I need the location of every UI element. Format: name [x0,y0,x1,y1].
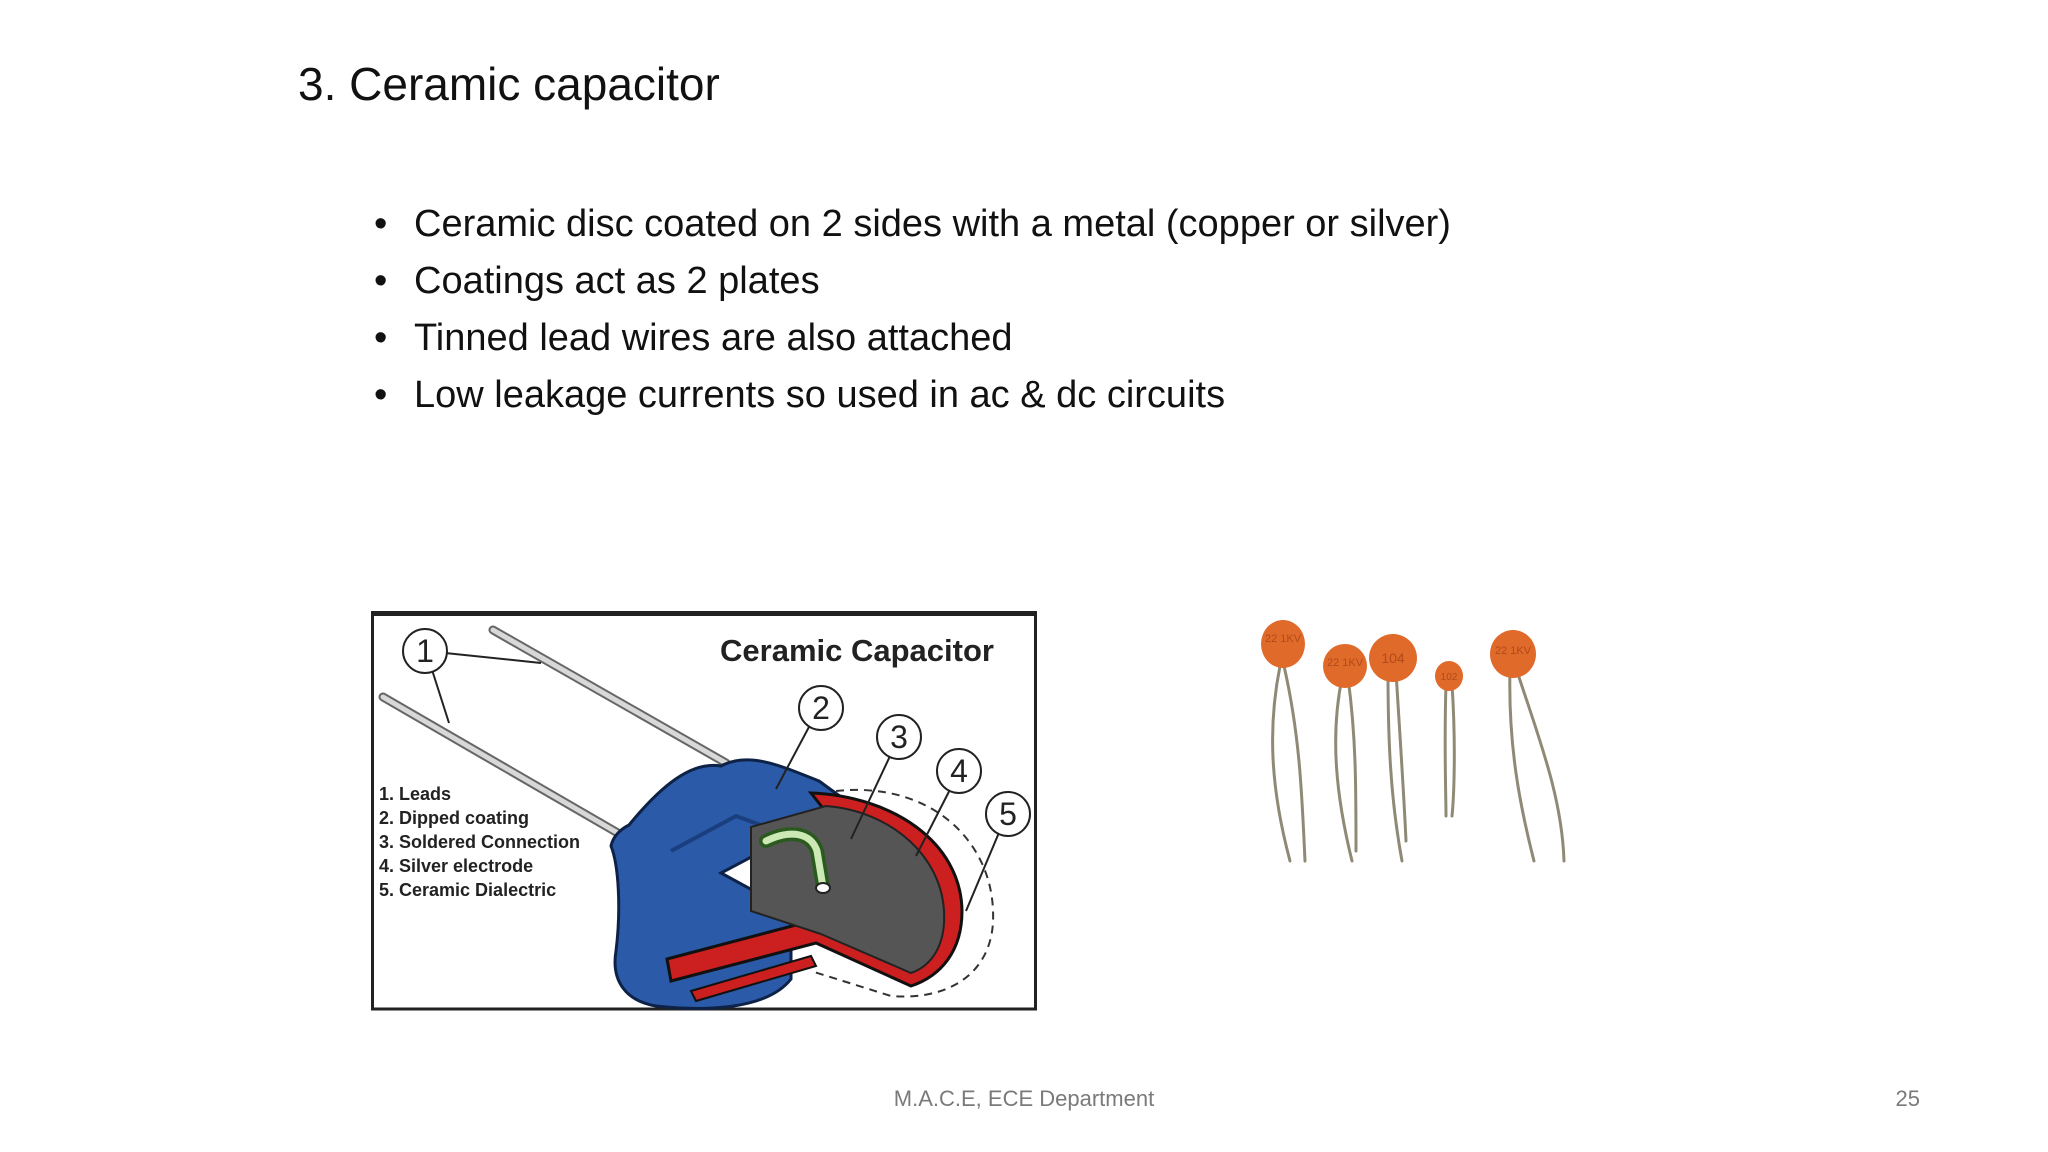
legend-item: 2. Dipped coating [379,808,529,828]
legend-item: 5. Ceramic Dialectric [379,880,556,900]
svg-text:4: 4 [950,753,968,789]
capacitor-disc: 22 1KV [1323,644,1367,688]
callout-2: 2 [798,685,844,731]
svg-text:102: 102 [1441,672,1458,683]
ceramic-capacitors-photo: 22 1KV 22 1KV 104 102 22 1KV [1261,620,1566,863]
callout-1: 1 [402,628,448,674]
bullet-item: Tinned lead wires are also attached [370,310,1451,367]
svg-text:5: 5 [999,796,1017,832]
svg-text:3: 3 [890,719,908,755]
slide-title: 3. Ceramic capacitor [298,58,720,110]
footer-page-number: 25 [1895,1086,1920,1111]
callout-5: 5 [985,791,1031,837]
capacitor-disc: 104 [1369,634,1417,682]
legend-item: 1. Leads [379,784,451,804]
svg-text:22 1KV: 22 1KV [1327,657,1364,669]
capacitor-disc: 22 1KV [1261,620,1305,668]
bullet-item: Low leakage currents so used in ac & dc … [370,367,1451,424]
ceramic-capacitor-diagram: 1 2 3 4 5 Ceramic Capacitor 1. Leads 2. … [371,611,1037,1011]
legend-item: 4. Silver electrode [379,856,533,876]
bullet-list: Ceramic disc coated on 2 sides with a me… [370,196,1451,424]
capacitor-disc: 102 [1435,661,1463,691]
svg-text:22 1KV: 22 1KV [1495,645,1532,657]
callout-4: 4 [936,748,982,794]
bullet-item: Coatings act as 2 plates [370,253,1451,310]
capacitor-disc: 22 1KV [1490,630,1536,678]
diagram-top-border [371,611,1037,616]
legend-item: 3. Soldered Connection [379,832,580,852]
bullet-item: Ceramic disc coated on 2 sides with a me… [370,196,1451,253]
silver-electrode-shape [750,804,946,975]
diagram-heading: Ceramic Capacitor [720,633,994,668]
footer-department: M.A.C.E, ECE Department [893,1086,1155,1111]
svg-text:22 1KV: 22 1KV [1265,633,1302,645]
svg-text:1: 1 [416,633,434,669]
diagram-legend: 1. Leads 2. Dipped coating 3. Soldered C… [379,784,580,900]
callout-3: 3 [876,714,922,760]
svg-text:104: 104 [1381,650,1405,666]
svg-text:2: 2 [812,690,830,726]
